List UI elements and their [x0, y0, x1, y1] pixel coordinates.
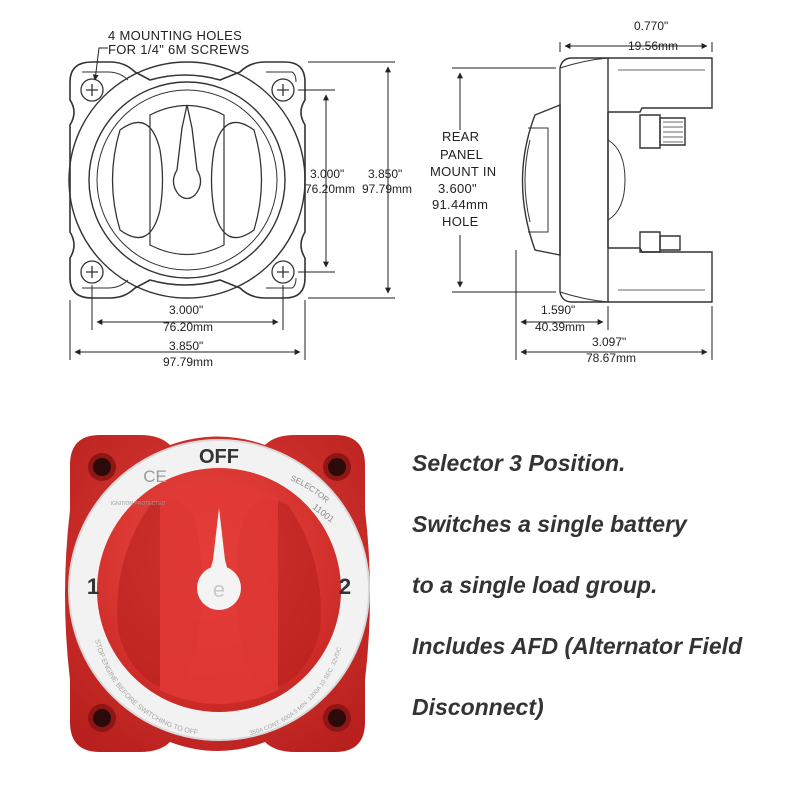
flange-mm: 19.56mm: [628, 39, 678, 53]
battery-switch-illustration: OFF 1 2 CE IGNITION PROTECTED SELECTOR 1…: [65, 435, 370, 752]
mounting-note-line1: 4 MOUNTING HOLES: [108, 28, 242, 43]
svg-text:91.44mm: 91.44mm: [432, 197, 488, 212]
side-view-drawing: REAR PANEL MOUNT IN 3.600" 91.44mm HOLE: [430, 19, 713, 365]
outer-width-mm: 97.79mm: [163, 355, 213, 369]
front-view-drawing: 4 MOUNTING HOLES FOR 1/4" 6M SCREWS 3.00…: [68, 28, 412, 369]
rotary-knob: [97, 468, 341, 712]
position-1-label: 1: [87, 574, 99, 599]
inner-height-mm: 76.20mm: [305, 182, 355, 196]
logo-letter: e: [213, 577, 225, 602]
front-mounting-holes: [80, 78, 295, 284]
description-line-2: Switches a single battery: [412, 511, 687, 537]
description-line-4: Includes AFD (Alternator Field: [412, 633, 743, 659]
ce-mark: CE: [143, 467, 167, 486]
svg-text:PANEL: PANEL: [440, 147, 483, 162]
svg-text:3.600": 3.600": [438, 181, 477, 196]
outer-width-in: 3.850": [169, 339, 203, 353]
knob-depth-in: 1.590": [541, 303, 575, 317]
inner-height-in: 3.000": [310, 167, 344, 181]
knob-pointer: [208, 508, 230, 578]
flange-in: 0.770": [634, 19, 668, 33]
mounting-note-leader: [92, 47, 108, 81]
rear-panel-note: REAR PANEL MOUNT IN 3.600" 91.44mm HOLE: [430, 129, 496, 229]
front-body-outline: [68, 61, 306, 299]
rear-panel-dimension: [452, 67, 556, 293]
depth-dimensions: [515, 250, 713, 360]
svg-text:HOLE: HOLE: [442, 214, 479, 229]
description-line-5: Disconnect): [412, 694, 544, 720]
description-line-3: to a single load group.: [412, 572, 658, 598]
switch-mounting-holes: [88, 453, 351, 732]
mounting-note-line2: FOR 1/4" 6M SCREWS: [108, 42, 250, 57]
position-2-label: 2: [339, 574, 351, 599]
total-depth-mm: 78.67mm: [586, 351, 636, 365]
outer-height-in: 3.850": [368, 167, 402, 181]
knob-depth-mm: 40.39mm: [535, 320, 585, 334]
side-body-outline: [521, 57, 713, 303]
flange-dimension: [559, 42, 713, 52]
inner-width-mm: 76.20mm: [163, 320, 213, 334]
svg-text:MOUNT IN: MOUNT IN: [430, 164, 496, 179]
outer-height-mm: 97.79mm: [362, 182, 412, 196]
front-horizontal-dimensions: [69, 285, 306, 360]
inner-width-in: 3.000": [169, 303, 203, 317]
svg-text:REAR: REAR: [442, 129, 479, 144]
ignition-text: IGNITION PROTECTED: [111, 501, 166, 507]
front-vertical-dimensions: [298, 61, 395, 299]
total-depth-in: 3.097": [592, 335, 626, 349]
off-label: OFF: [199, 446, 239, 468]
knob-logo-disc: [197, 566, 241, 610]
description-line-1: Selector 3 Position.: [412, 450, 626, 476]
